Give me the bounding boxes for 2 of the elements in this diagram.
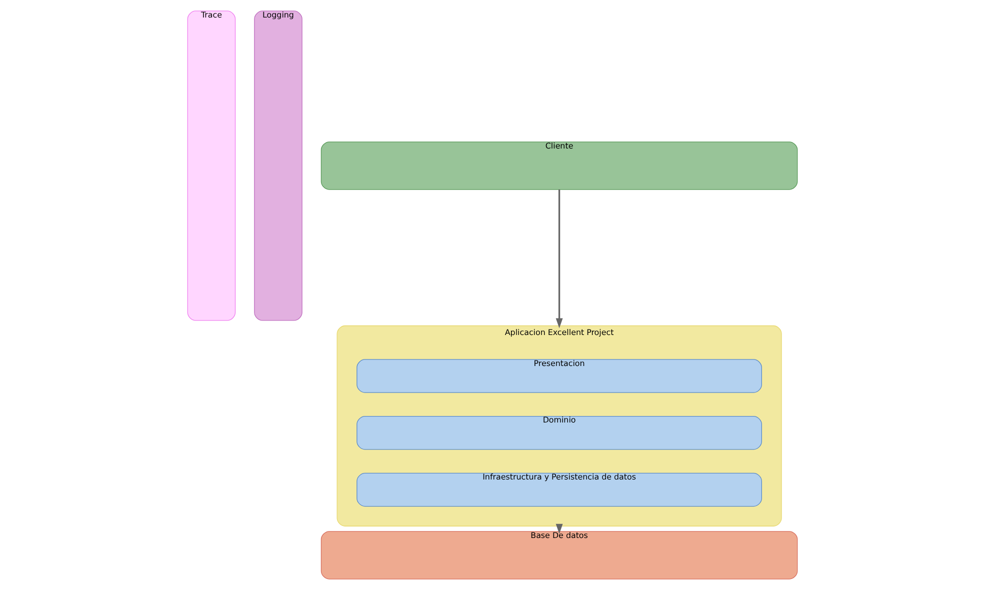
arrow: [556, 524, 563, 534]
arrow: [556, 190, 563, 328]
